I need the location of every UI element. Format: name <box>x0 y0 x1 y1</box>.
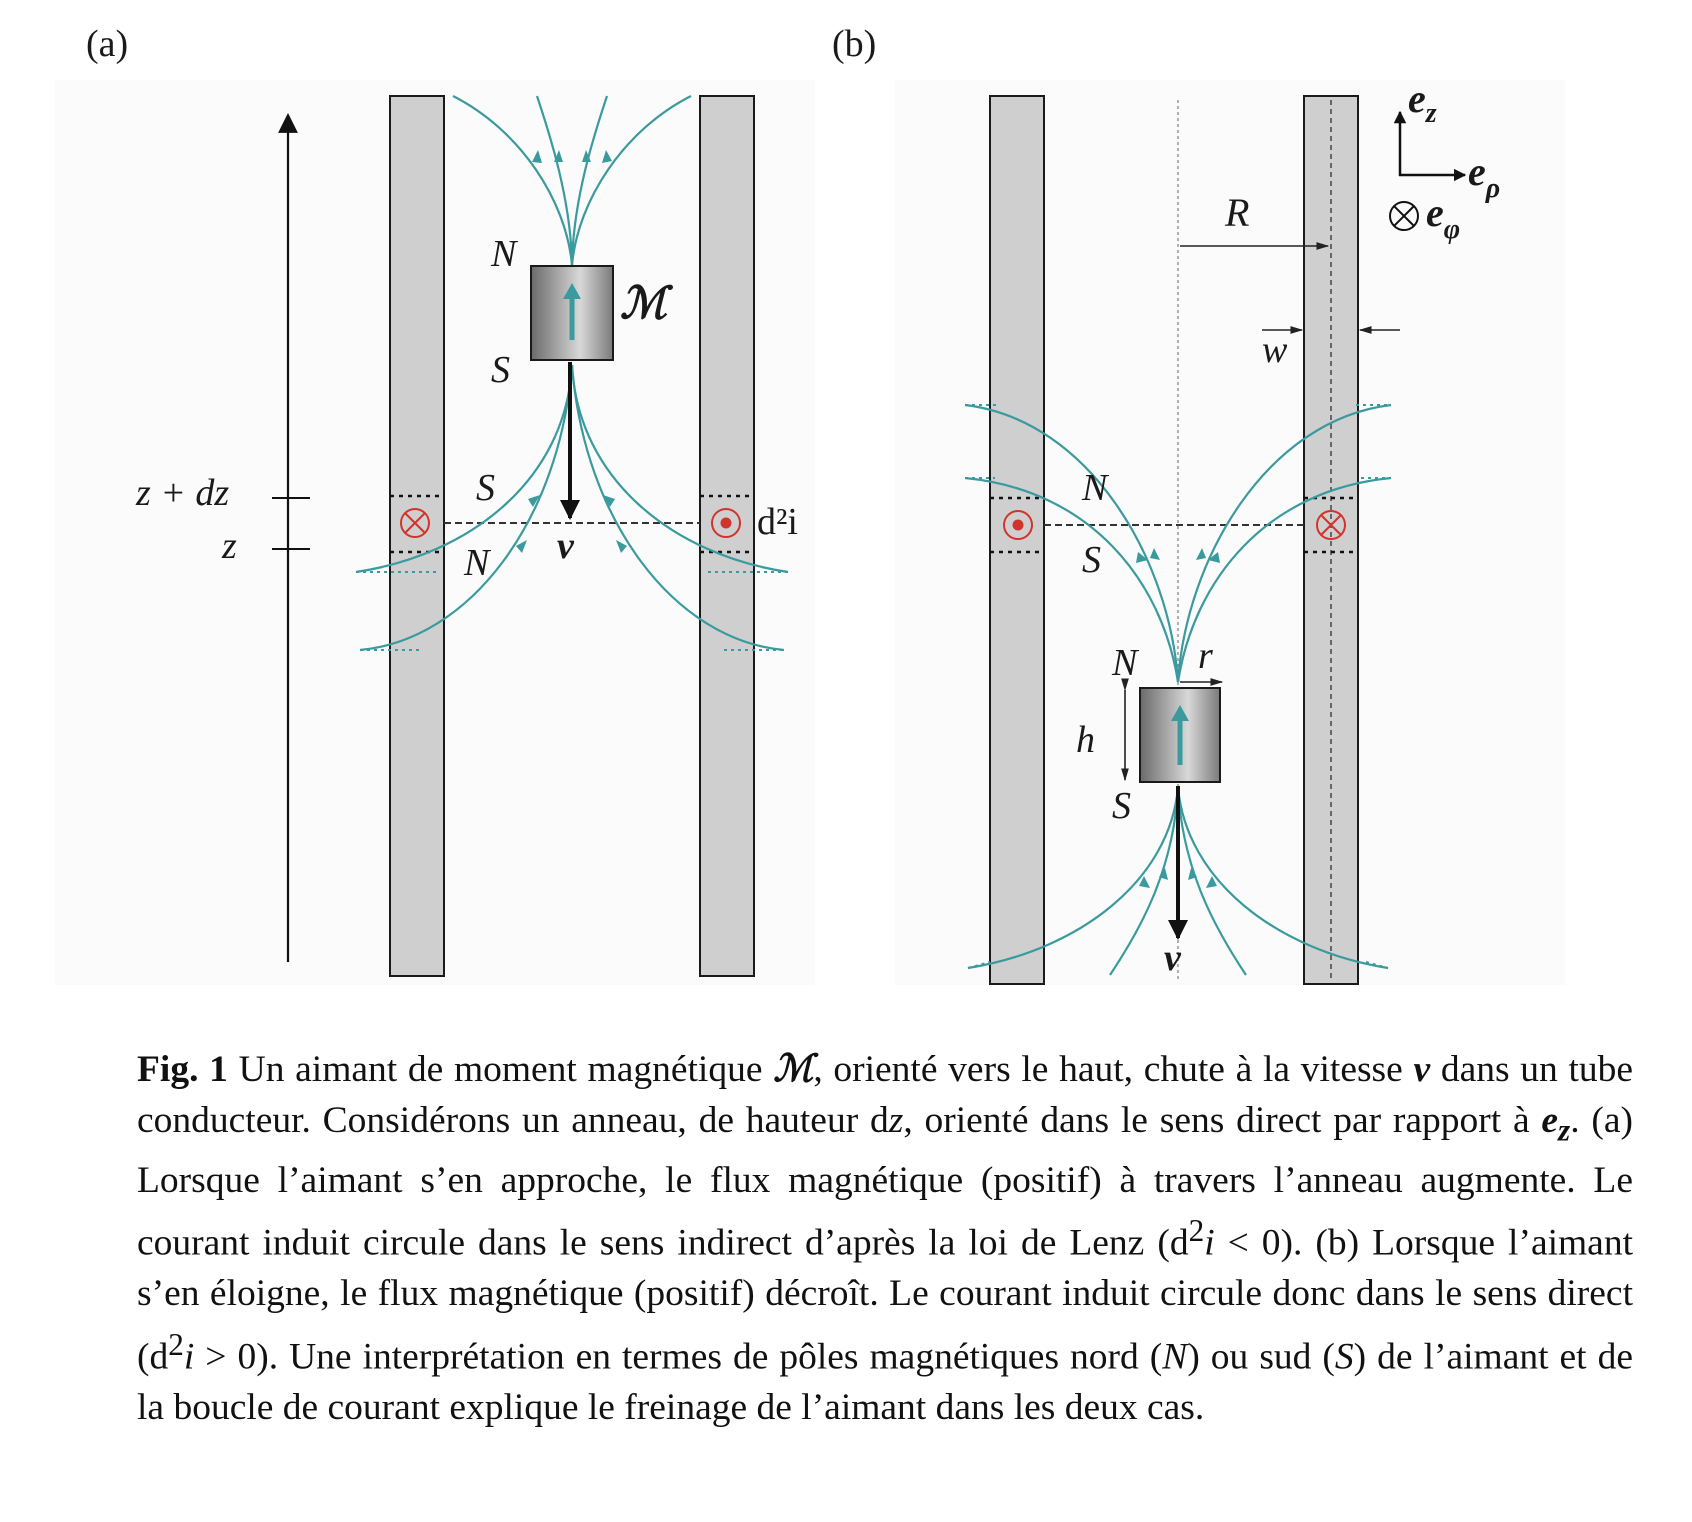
field-lines-a <box>355 95 789 652</box>
ring-a-pole-lower: N <box>463 542 492 584</box>
moment-arrowhead-b <box>1171 705 1189 721</box>
current-into-page-icon-b <box>1316 510 1346 540</box>
caption-ez-symbol: ez <box>1541 1099 1570 1148</box>
caption-text-5: . (a) Lorsque l’aimant s’en approche, le… <box>137 1099 1633 1264</box>
field-lines-b-dotted <box>965 404 1391 969</box>
caption-text-3: dans un tube conducteur. Considérons un … <box>137 1049 1634 1141</box>
magnet-radius-label: r <box>1198 635 1213 677</box>
ring-section-b <box>990 496 1358 554</box>
figure-diagram: (a) z + dz z N S ℳ v S <box>86 23 1501 985</box>
thickness-label: w <box>1262 329 1288 371</box>
caption-v-symbol: v <box>1413 1049 1431 1090</box>
magnet-a-pole-n: N <box>490 233 519 275</box>
basis-ephi-icon <box>1389 201 1419 231</box>
velocity-label-b: v <box>1164 937 1182 979</box>
basis-ez-sub: z <box>1425 98 1437 129</box>
velocity-label-a: v <box>557 525 575 567</box>
caption-ez-e: e <box>1541 1099 1559 1141</box>
magnet-a-pole-s: S <box>491 349 510 391</box>
field-lines-a-dotted <box>356 571 788 651</box>
panel-b-label: (b) <box>832 23 876 65</box>
moment-label: ℳ <box>620 279 674 328</box>
field-lines-b <box>964 403 1392 976</box>
caption-s-symbol: S <box>1334 1336 1354 1377</box>
current-out-of-page-icon-b <box>1003 510 1033 540</box>
label-z-plus-dz: z + dz <box>135 472 229 514</box>
label-z: z <box>221 525 237 567</box>
magnet-b <box>1139 687 1221 783</box>
basis-ez-e: e <box>1408 76 1426 121</box>
figure-caption: Fig. 1 Un aimant de moment magnétique ℳ,… <box>137 1045 1633 1433</box>
basis-ez-label: ez <box>1408 76 1437 129</box>
current-out-of-page-icon <box>711 508 741 538</box>
magnet-b-pole-n: N <box>1111 642 1140 684</box>
basis-erho-label: eρ <box>1468 149 1500 204</box>
current-label-d: d²i <box>757 501 798 543</box>
radius-label: R <box>1224 190 1249 235</box>
ring-b-pole-lower: S <box>1082 539 1101 581</box>
caption-moment-symbol: ℳ <box>773 1049 814 1090</box>
ring-section-a <box>390 494 754 554</box>
moment-arrowhead-a <box>563 283 581 299</box>
caption-i-symbol-b: i <box>183 1336 195 1377</box>
magnet-height-label: h <box>1076 719 1095 761</box>
tube-wall-left-b <box>989 95 1045 985</box>
caption-sup-2a: 2 <box>1188 1213 1205 1248</box>
basis-erho-e: e <box>1468 149 1486 194</box>
basis-erho-sub: ρ <box>1485 173 1500 204</box>
caption-text-1: Un aimant de moment magnétique <box>238 1049 763 1090</box>
tube-wall-left-a <box>389 95 445 977</box>
current-into-page-icon <box>400 508 430 538</box>
caption-text-9: ) de l’aimant et de la boucle de courant… <box>137 1336 1633 1428</box>
caption-text-4: , orienté dans le sens direct par rappor… <box>903 1099 1530 1141</box>
current-label-a: d²i <box>757 501 798 543</box>
caption-z-symbol: z <box>888 1099 904 1141</box>
caption-ez-sub: z <box>1558 1112 1571 1147</box>
ring-b-pole-upper: N <box>1081 467 1110 509</box>
basis-ephi-label: eφ <box>1426 190 1460 245</box>
field-arrowheads-a <box>516 150 627 553</box>
basis-ephi-sub: φ <box>1444 214 1460 245</box>
caption-n-symbol: N <box>1162 1336 1188 1377</box>
caption-text-2: , orienté vers le haut, chute à la vites… <box>813 1049 1403 1090</box>
caption-fig-label: Fig. 1 <box>137 1049 228 1090</box>
caption-text-7: > 0). Une interprétation en termes de pô… <box>194 1336 1163 1377</box>
field-arrowheads-b <box>1136 548 1220 888</box>
caption-sup-2b: 2 <box>168 1326 184 1362</box>
magnet-b-pole-s: S <box>1112 785 1131 827</box>
caption-text-6: < 0). (b) Lorsque l’aimant s’en éloigne,… <box>137 1222 1633 1378</box>
caption-text-8: ) ou sud ( <box>1187 1336 1335 1377</box>
caption-i-symbol-a: i <box>1204 1222 1215 1264</box>
basis-ephi-e: e <box>1426 190 1444 235</box>
panel-a-label: (a) <box>86 23 128 65</box>
ring-a-pole-upper: S <box>476 467 495 509</box>
